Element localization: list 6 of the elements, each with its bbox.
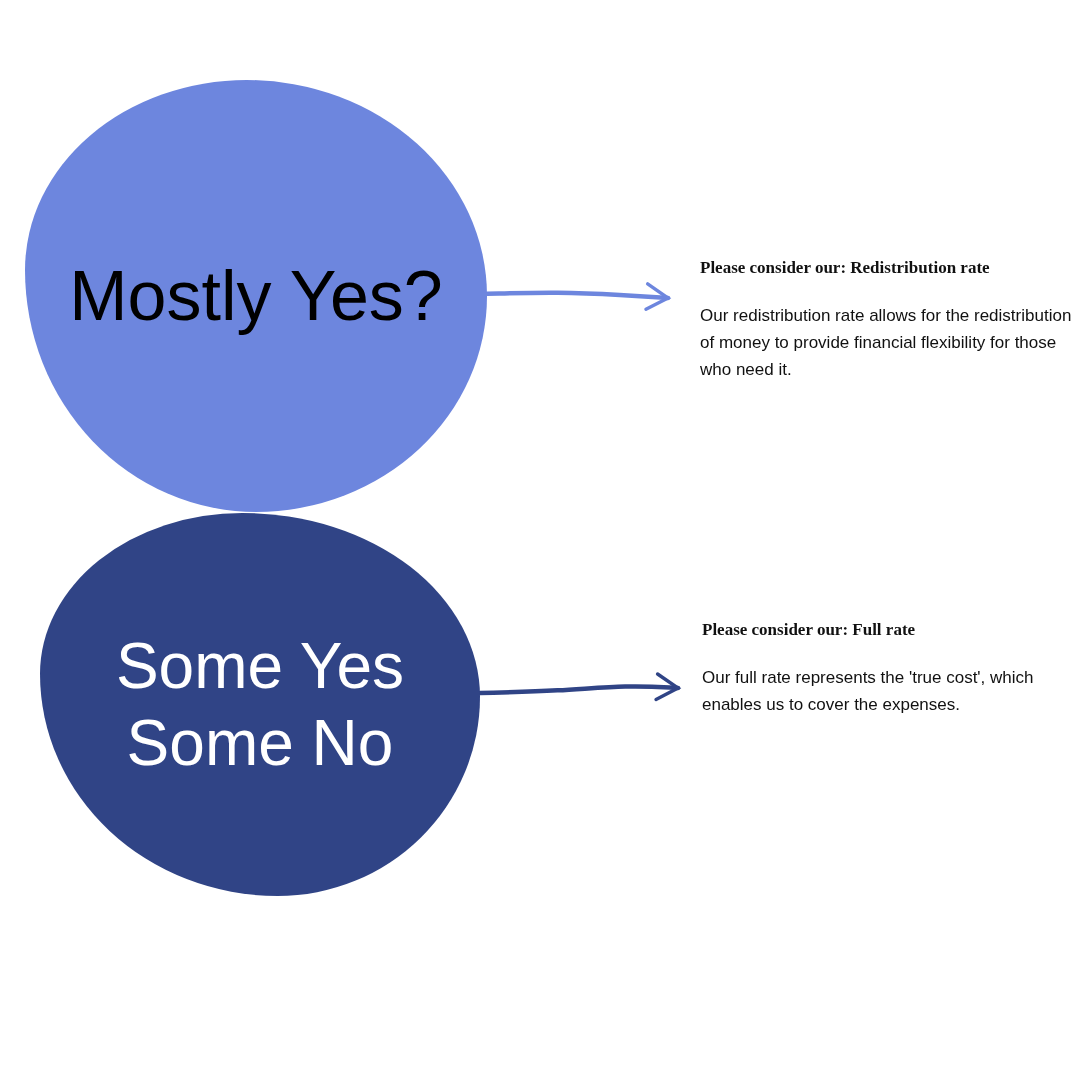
heading: Please consider our: Redistribution rate (700, 258, 991, 278)
description: Our redistribution rate allows for the redistribution of money to provide financial flexibility for those who need it. (700, 305, 1072, 382)
circle-label: Some Yes Some No (114, 628, 406, 781)
description: Our full rate represents the 'true cost', which enables us to cover the expenses. (702, 667, 1035, 717)
heading: Please consider our: Full rate (702, 620, 917, 640)
circle-label: Mostly Yes? (69, 256, 443, 337)
